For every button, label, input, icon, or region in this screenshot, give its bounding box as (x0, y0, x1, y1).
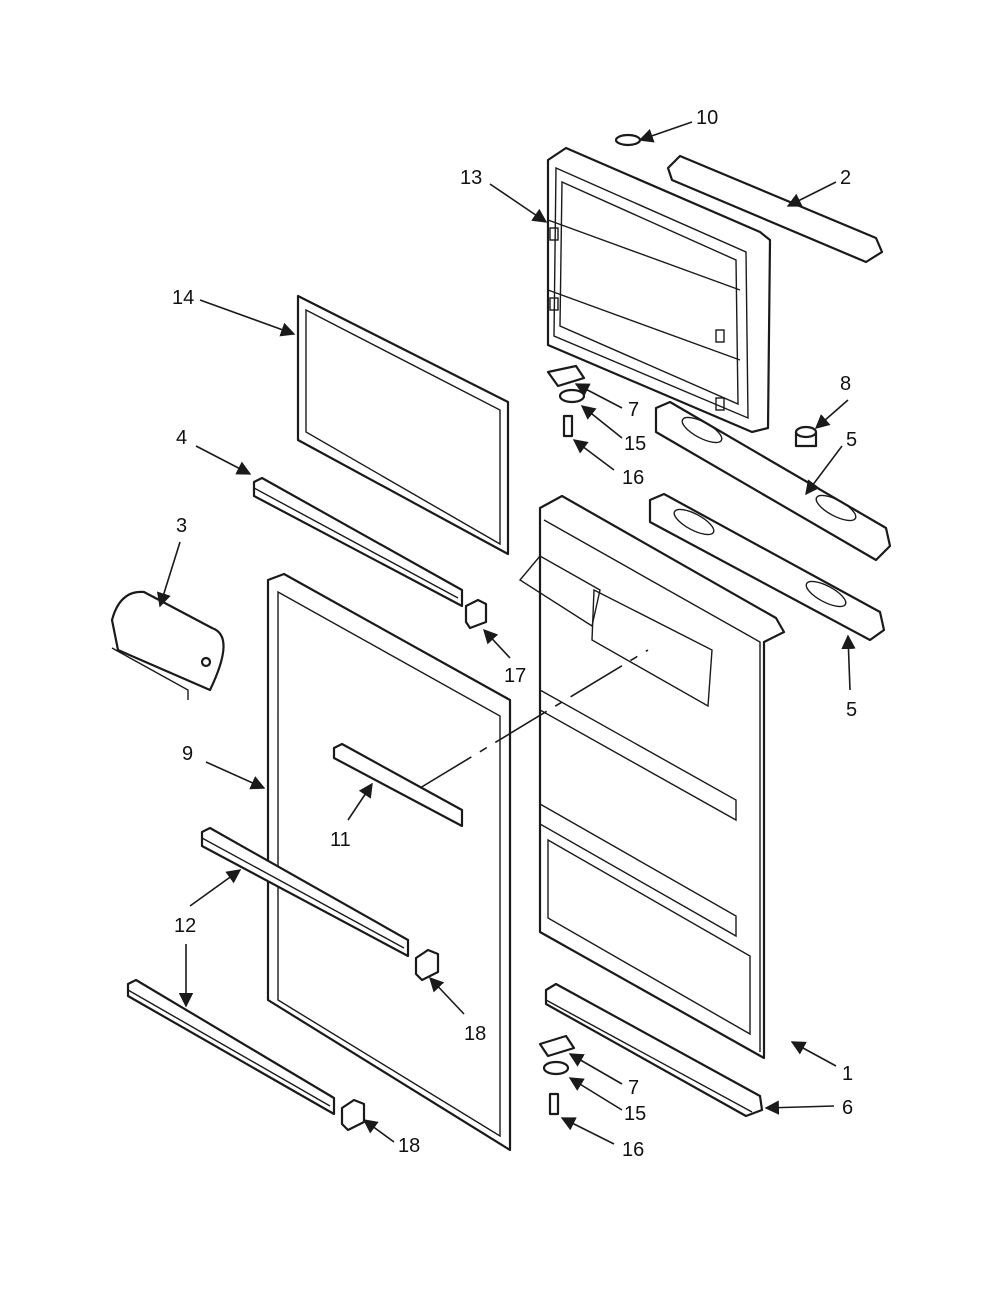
callout-10: 10 (696, 107, 718, 129)
callout-4: 4 (176, 427, 187, 449)
part-7-lower-hinge-plate (538, 1034, 576, 1058)
callout-5-lower: 5 (846, 699, 857, 721)
part-15-upper-hinge-pin (558, 388, 586, 404)
callout-labels: 10 13 2 14 4 3 7 15 16 8 5 5 17 9 11 12 … (172, 107, 857, 1161)
part-3-dairy-door (110, 590, 225, 700)
callout-5-upper: 5 (846, 429, 857, 451)
part-5-door-handle-lower (648, 492, 886, 642)
part-13-freezer-door (546, 146, 772, 434)
callout-9: 9 (182, 743, 193, 765)
part-9-fresh-food-gasket (266, 572, 512, 1152)
part-12-retainer-bar-lower (126, 978, 336, 1116)
part-18-end-clip-upper (414, 948, 440, 982)
callout-2: 2 (840, 167, 851, 189)
callout-17: 17 (504, 665, 526, 687)
part-10-plug (614, 133, 642, 147)
part-6-bottom-cap (544, 982, 764, 1118)
callout-12: 12 (174, 915, 196, 937)
callout-15-lower: 15 (624, 1103, 646, 1125)
callout-16-lower: 16 (622, 1139, 644, 1161)
callout-8: 8 (840, 373, 851, 395)
part-17-end-clip (464, 598, 488, 630)
callout-13: 13 (460, 167, 482, 189)
callout-7-lower: 7 (628, 1077, 639, 1099)
part-16-upper-screw (562, 414, 574, 438)
part-2-door-cap (666, 154, 884, 264)
callout-14: 14 (172, 287, 194, 309)
callout-6: 6 (842, 1097, 853, 1119)
callout-16-upper: 16 (622, 467, 644, 489)
part-7-upper-hinge-plate (546, 364, 586, 388)
part-11-shelf-retainer (332, 742, 464, 828)
leader-lines (156, 121, 856, 1145)
part-18-end-clip-lower (340, 1098, 366, 1132)
part-15-lower-hinge-pin (542, 1060, 570, 1076)
part-5-door-handle-upper (654, 400, 892, 562)
callout-7-upper: 7 (628, 399, 639, 421)
part-8-round-plug (794, 425, 818, 448)
part-16-lower-screw (548, 1092, 560, 1116)
callout-1: 1 (842, 1063, 853, 1085)
part-12-retainer-bar-upper (200, 826, 410, 958)
callout-11: 11 (330, 829, 351, 851)
callout-3: 3 (176, 515, 187, 537)
callout-18-upper: 18 (464, 1023, 486, 1045)
part-4-retainer-bar (252, 476, 464, 608)
part-14-freezer-gasket (296, 294, 510, 556)
callout-18-lower: 18 (398, 1135, 420, 1157)
part-1-fresh-food-door (518, 494, 786, 1060)
callout-15-upper: 15 (624, 433, 646, 455)
